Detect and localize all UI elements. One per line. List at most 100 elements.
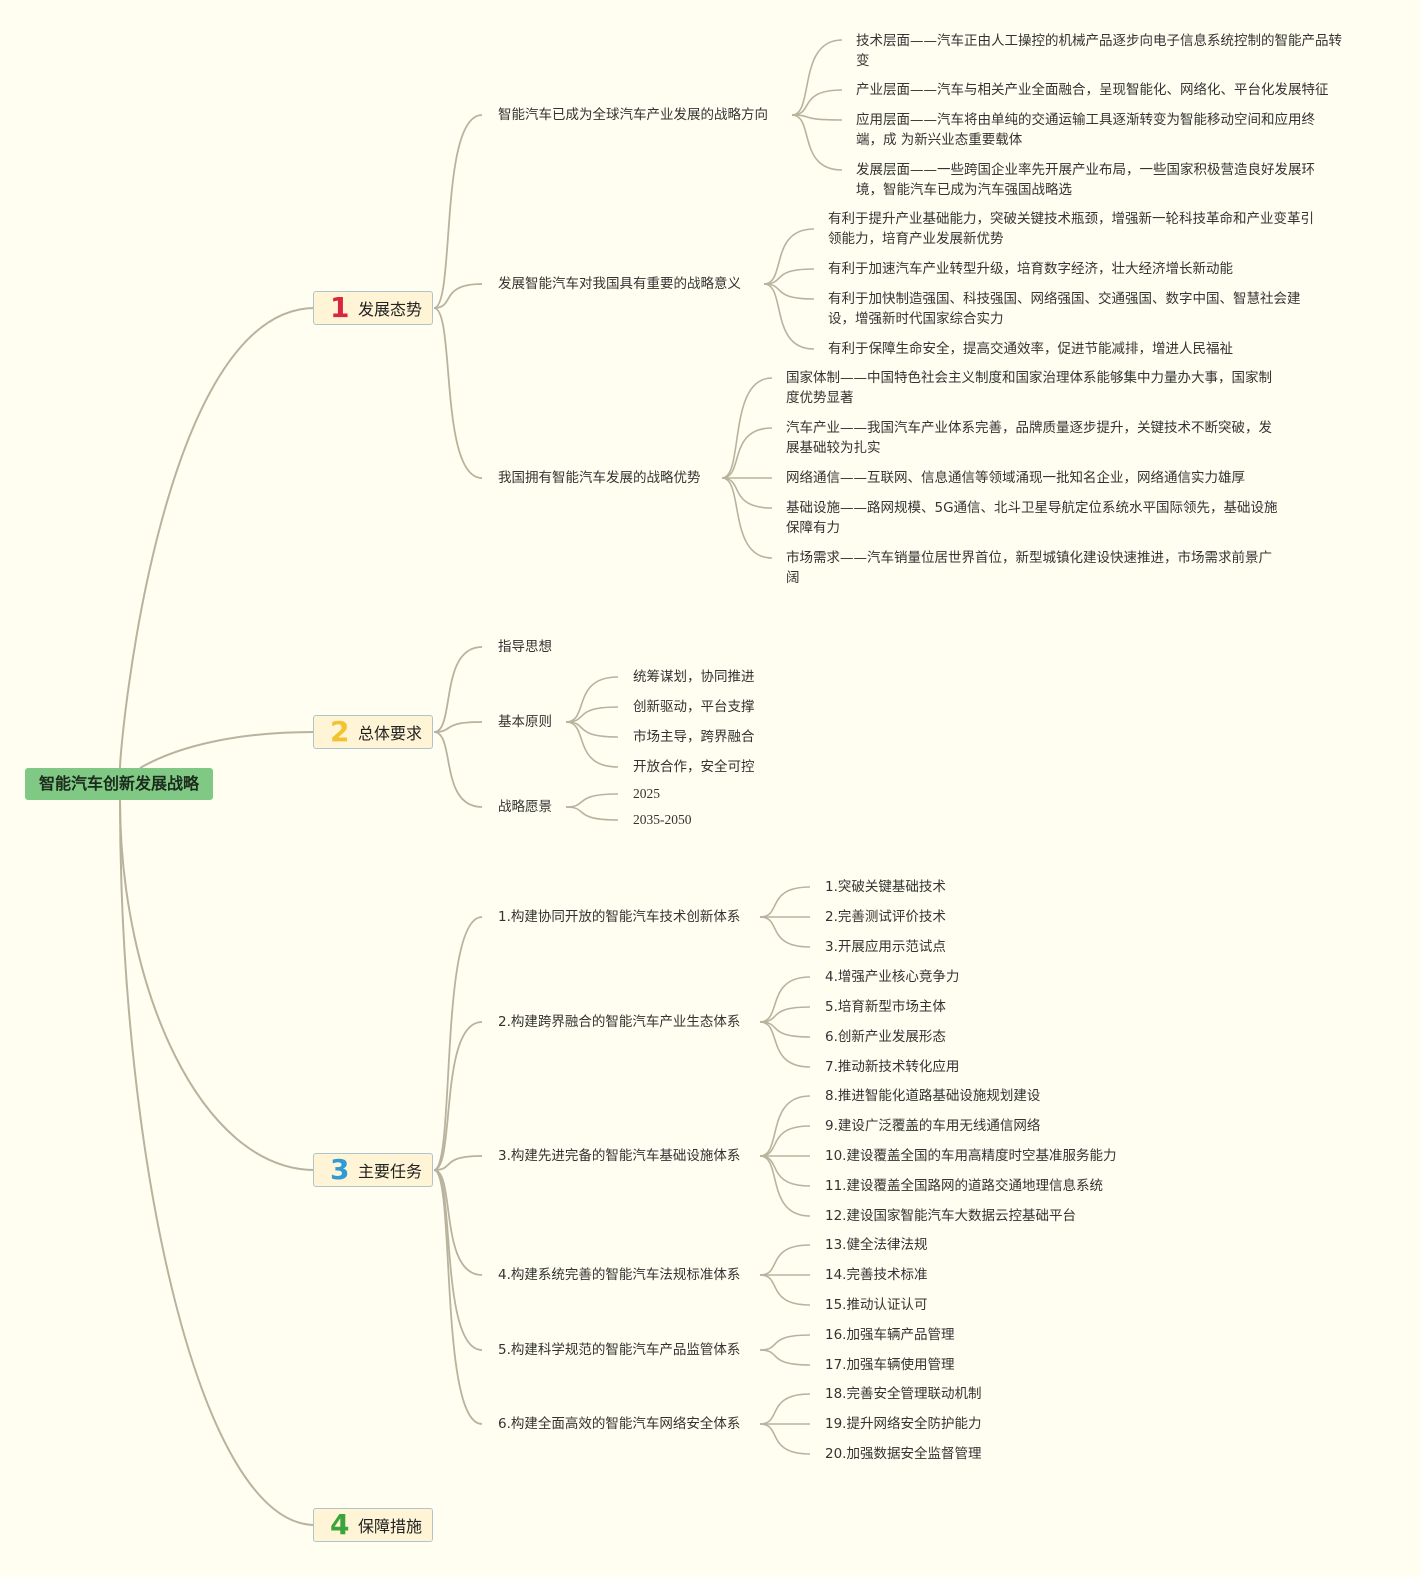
task-item[interactable]: 13.健全法律法规	[825, 1237, 928, 1253]
task-industry-ecosystem[interactable]: 2.构建跨界融合的智能汽车产业生态体系	[498, 1014, 741, 1030]
task-item[interactable]: 20.加强数据安全监督管理	[825, 1446, 982, 1462]
connector-line	[763, 283, 815, 300]
connector-line	[759, 1244, 811, 1276]
connector-line	[433, 1021, 483, 1171]
connector-line	[791, 114, 843, 121]
connector-line	[565, 721, 619, 768]
connector-line	[759, 916, 811, 948]
task-item[interactable]: 19.提升网络安全防护能力	[825, 1416, 982, 1432]
task-infrastructure-system[interactable]: 3.构建先进完备的智能汽车基础设施体系	[498, 1148, 741, 1164]
connector-line	[791, 114, 843, 171]
topic-strategic-advantages[interactable]: 我国拥有智能汽车发展的战略优势	[498, 470, 701, 486]
connector-line	[759, 1334, 811, 1351]
connector-line	[565, 676, 619, 723]
topic-item[interactable]: 产业层面——汽车与相关产业全面融合，呈现智能化、网络化、平台化发展特征	[856, 82, 1329, 98]
topic-item[interactable]: 市场主导，跨界融合	[633, 729, 755, 745]
connector-line	[433, 646, 483, 733]
connector-line	[759, 1006, 811, 1023]
connector-line	[721, 377, 773, 479]
connector-line	[433, 1169, 483, 1425]
connector-line	[759, 1125, 811, 1157]
topic-item[interactable]: 创新驱动，平台支撑	[633, 699, 755, 715]
task-item[interactable]: 12.建设国家智能汽车大数据云控基础平台	[825, 1208, 1076, 1224]
connector-line	[759, 1095, 811, 1157]
section-label: 保障措施	[358, 1517, 423, 1536]
topic-item[interactable]: 市场需求——汽车销量位居世界首位，新型城镇化建设快速推进，市场需求前景广阔	[786, 550, 1272, 586]
task-item[interactable]: 17.加强车辆使用管理	[825, 1357, 955, 1373]
section-development-trend[interactable]: 1 发展态势	[313, 291, 433, 325]
topic-item[interactable]: 网络通信——互联网、信息通信等领域涌现一批知名企业，网络通信实力雄厚	[786, 470, 1245, 486]
task-item[interactable]: 7.推动新技术转化应用	[825, 1059, 960, 1075]
topic-item[interactable]: 开放合作，安全可控	[633, 759, 755, 775]
topic-guiding-ideology[interactable]: 指导思想	[498, 639, 552, 655]
section-overall-requirements[interactable]: 2 总体要求	[313, 715, 433, 749]
connector-line	[139, 731, 316, 769]
task-item[interactable]: 18.完善安全管理联动机制	[825, 1386, 982, 1402]
connector-line	[119, 799, 316, 1171]
topic-item[interactable]: 有利于保障生命安全，提高交通效率，促进节能减排，增进人民福祉	[828, 341, 1233, 357]
connector-line	[721, 477, 773, 559]
connector-line	[565, 793, 619, 808]
topic-item[interactable]: 2035-2050	[633, 812, 692, 827]
task-product-supervision[interactable]: 5.构建科学规范的智能汽车产品监管体系	[498, 1342, 741, 1358]
task-item[interactable]: 10.建设覆盖全国的车用高精度时空基准服务能力	[825, 1148, 1117, 1164]
section-label: 发展态势	[358, 300, 423, 319]
topic-item[interactable]: 有利于提升产业基础能力，突破关键技术瓶颈，增强新一轮科技革命和产业变革引领能力，…	[828, 211, 1314, 247]
task-item[interactable]: 8.推进智能化道路基础设施规划建设	[825, 1088, 1041, 1104]
topic-item[interactable]: 统筹谋划，协同推进	[633, 669, 755, 685]
task-item[interactable]: 2.完善测试评价技术	[825, 909, 946, 925]
connector-line	[433, 1169, 483, 1351]
topic-strategic-vision[interactable]: 战略愿景	[498, 799, 552, 815]
task-item[interactable]: 6.创新产业发展形态	[825, 1029, 946, 1045]
root-node[interactable]: 智能汽车创新发展战略	[25, 768, 213, 800]
task-item[interactable]: 16.加强车辆产品管理	[825, 1327, 955, 1343]
topic-item[interactable]: 基础设施——路网规模、5G通信、北斗卫星导航定位系统水平国际领先，基础设施保障有…	[786, 500, 1278, 536]
connector-line	[791, 39, 843, 116]
number-four-icon: 4	[330, 1508, 350, 1541]
task-item[interactable]: 3.开展应用示范试点	[825, 939, 946, 955]
topic-item[interactable]: 应用层面——汽车将由单纯的交通运输工具逐渐转变为智能移动空间和应用终端，成 为新…	[856, 112, 1315, 148]
task-cyber-security[interactable]: 6.构建全面高效的智能汽车网络安全体系	[498, 1416, 741, 1432]
topic-item[interactable]: 2025	[633, 786, 660, 801]
topic-basic-principles[interactable]: 基本原则	[498, 714, 552, 730]
section-safeguard-measures[interactable]: 4 保障措施	[313, 1508, 433, 1542]
topic-item[interactable]: 发展层面——一些跨国企业率先开展产业布局，一些国家积极营造良好发展环境，智能汽车…	[856, 162, 1315, 198]
section-label: 总体要求	[358, 724, 423, 743]
topic-item[interactable]: 有利于加快制造强国、科技强国、网络强国、交通强国、数字中国、智慧社会建设，增强新…	[828, 291, 1301, 327]
task-item[interactable]: 1.突破关键基础技术	[825, 879, 946, 895]
connector-line	[565, 706, 619, 723]
connector-line	[433, 1155, 483, 1171]
connector-line	[433, 114, 483, 309]
connector-line	[721, 477, 773, 509]
task-item[interactable]: 5.培育新型市场主体	[825, 999, 946, 1015]
connector-line	[433, 307, 483, 479]
connector-line	[759, 1021, 811, 1068]
task-item[interactable]: 15.推动认证认可	[825, 1297, 928, 1313]
connector-line	[433, 1169, 483, 1276]
task-tech-innovation-system[interactable]: 1.构建协同开放的智能汽车技术创新体系	[498, 909, 741, 925]
connector-line	[759, 1155, 811, 1217]
topic-item[interactable]: 汽车产业——我国汽车产业体系完善，品牌质量逐步提升，关键技术不断突破，发展基础较…	[786, 420, 1272, 456]
topic-item[interactable]: 技术层面——汽车正由人工操控的机械产品逐步向电子信息系统控制的智能产品转变	[856, 33, 1342, 69]
section-label: 主要任务	[358, 1162, 423, 1181]
connector-line	[791, 89, 843, 116]
connector-line	[565, 806, 619, 821]
topic-item[interactable]: 有利于加速汽车产业转型升级，培育数字经济，壮大经济增长新动能	[828, 261, 1233, 277]
section-main-tasks[interactable]: 3 主要任务	[313, 1153, 433, 1187]
connector-line	[759, 1393, 811, 1425]
topic-global-strategic-direction[interactable]: 智能汽车已成为全球汽车产业发展的战略方向	[498, 107, 768, 123]
task-item[interactable]: 11.建设覆盖全国路网的道路交通地理信息系统	[825, 1178, 1103, 1194]
task-item[interactable]: 14.完善技术标准	[825, 1267, 928, 1283]
connector-line	[433, 283, 483, 309]
task-item[interactable]: 9.建设广泛覆盖的车用无线通信网络	[825, 1118, 1041, 1134]
number-one-icon: 1	[330, 291, 350, 324]
topic-strategic-significance[interactable]: 发展智能汽车对我国具有重要的战略意义	[498, 276, 741, 292]
connector-line	[119, 799, 316, 1526]
task-item[interactable]: 4.增强产业核心竞争力	[825, 969, 960, 985]
connector-line	[763, 228, 815, 285]
topic-item[interactable]: 国家体制——中国特色社会主义制度和国家治理体系能够集中力量办大事，国家制度优势显…	[786, 370, 1272, 406]
task-regulation-standards[interactable]: 4.构建系统完善的智能汽车法规标准体系	[498, 1267, 741, 1283]
connector-line	[759, 1349, 811, 1366]
number-two-icon: 2	[330, 715, 350, 748]
